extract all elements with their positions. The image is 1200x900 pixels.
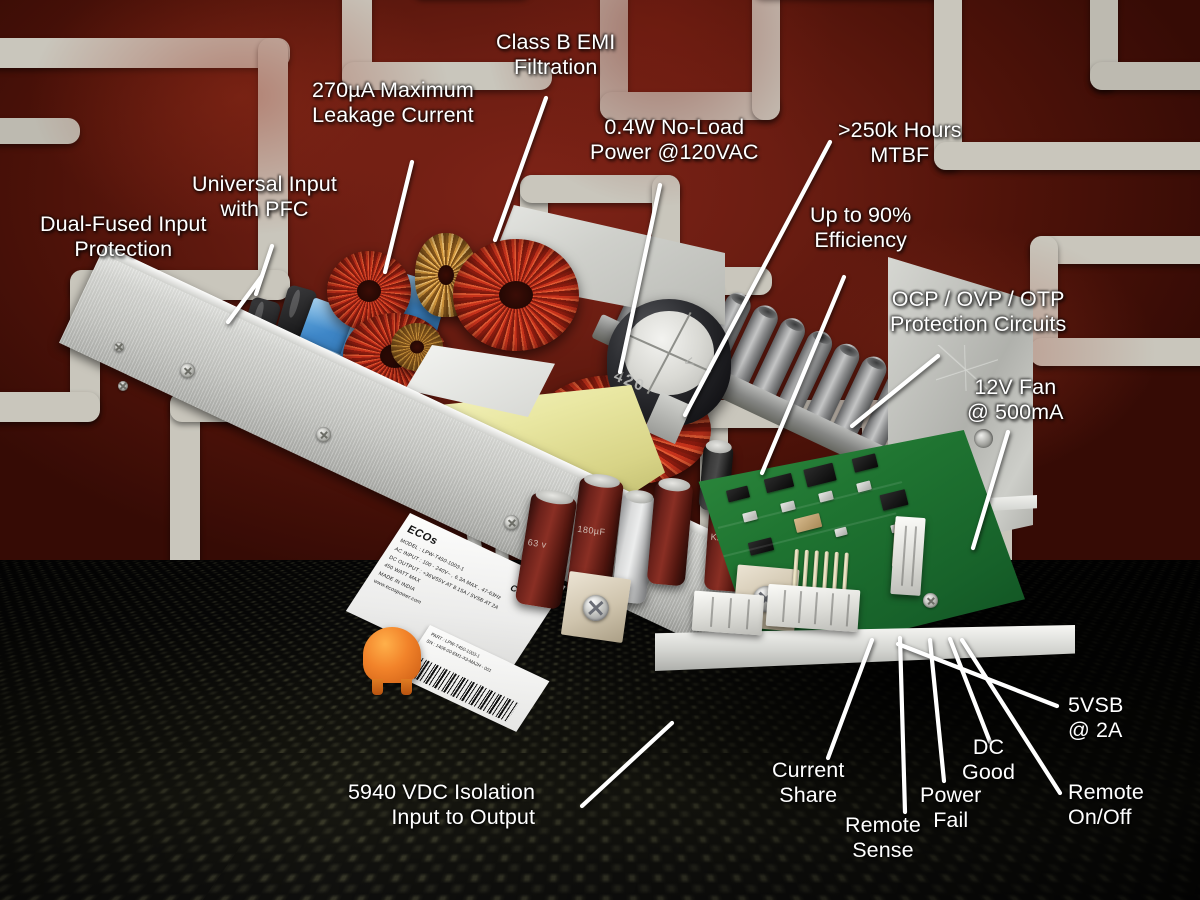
bezel-screw — [114, 342, 124, 352]
pcb-mount-screw — [923, 593, 938, 608]
pfc-boost-inductor — [453, 239, 579, 351]
capacitor-label: 63 v — [527, 536, 548, 550]
bezel-screw — [316, 427, 331, 442]
pcb-trace — [1090, 0, 1118, 90]
callout-dual-fused-input-protection: Dual-Fused Input Protection — [40, 212, 207, 262]
pcb-trace — [934, 142, 1200, 170]
pcb-trace — [752, 0, 780, 120]
choke-core-hole — [499, 281, 533, 309]
pcb-trace — [0, 38, 290, 68]
smd-component — [763, 472, 795, 494]
bezel-screw — [180, 363, 195, 378]
panel-mount-hole — [974, 429, 993, 448]
fan-connector-housing — [890, 516, 926, 596]
callout-remote-on-off: Remote On/Off — [1068, 780, 1144, 830]
signal-connector-housing — [765, 583, 861, 633]
choke-core-hole — [357, 280, 381, 302]
smd-ic — [803, 462, 837, 488]
varistor — [363, 627, 421, 695]
bezel-screw — [118, 381, 128, 391]
output-connector-housing — [691, 590, 765, 636]
callout-universal-input-with-pfc: Universal Input with PFC — [192, 172, 337, 222]
pcb-trace — [1090, 62, 1200, 90]
callout-leakage-current: 270µA Maximum Leakage Current — [312, 78, 474, 128]
callout-no-load-power: 0.4W No-Load Power @120VAC — [590, 115, 759, 165]
callout-remote-sense: Remote Sense — [845, 813, 921, 863]
terminal-screw — [581, 593, 611, 623]
pcb-trace — [0, 392, 100, 422]
choke-core-hole — [438, 265, 454, 285]
capacitor-label: 180µF — [576, 524, 607, 538]
callout-isolation: 5940 VDC Isolation Input to Output — [348, 780, 536, 830]
callout-class-b-emi-filtration: Class B EMI Filtration — [496, 30, 616, 80]
callout-power-fail: Power Fail — [920, 783, 982, 833]
callout-ocp-ovp-otp-protection: OCP / OVP / OTP Protection Circuits — [890, 287, 1067, 337]
pcb-trace — [0, 118, 80, 144]
choke-core-hole — [410, 340, 424, 354]
bezel-screw — [504, 515, 519, 530]
screw-terminal-block — [560, 570, 632, 644]
smd-component — [851, 453, 879, 473]
power-supply-unit: 420 V ECOs CE cⓇᵁˢ MODEL : LPW‐T450‐1003… — [59, 195, 1105, 732]
callout-12v-fan: 12V Fan @ 500mA — [967, 375, 1064, 425]
smd-ic — [879, 489, 909, 511]
callout-5vsb: 5VSB @ 2A — [1068, 693, 1124, 743]
callout-current-share: Current Share — [772, 758, 845, 808]
panel-scratch — [936, 345, 998, 391]
callout-efficiency: Up to 90% Efficiency — [810, 203, 912, 253]
smd-transformer — [793, 513, 823, 533]
callout-mtbf: >250k Hours MTBF — [838, 118, 962, 168]
callout-dc-good: DC Good — [962, 735, 1015, 785]
smd-component — [725, 485, 751, 503]
pcb-trace — [342, 0, 372, 90]
